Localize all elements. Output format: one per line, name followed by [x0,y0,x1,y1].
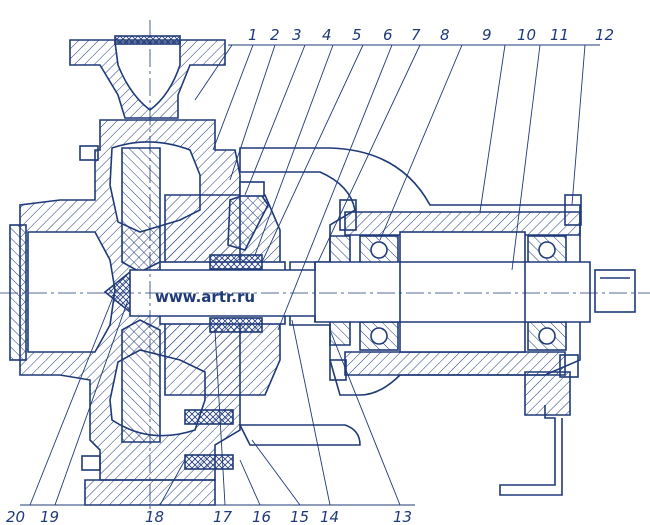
suction-flange-face [9,224,27,361]
bolt-bottom-left [81,455,101,471]
mounting-foot-right [524,371,571,416]
callout-17: 17 [213,508,233,525]
watermark-text: www.artr.ru [155,288,255,306]
bolt-foot-right [559,354,579,378]
callout-4: 4 [322,26,332,44]
callout-6: 6 [383,26,393,44]
callout-16: 16 [252,508,271,525]
callout-3: 3 [292,26,302,44]
callout-19: 19 [40,508,59,525]
callout-7: 7 [411,26,421,44]
callout-20: 20 [6,508,25,525]
impeller-lower [121,319,161,443]
oiler-cap [239,181,265,197]
bearing-right [527,235,567,351]
bearing-bracket [239,147,581,396]
callout-labels-bottom: 20 19 18 17 16 15 14 13 [6,508,412,525]
callout-10: 10 [517,26,536,44]
shaft-key [594,269,636,313]
suction-bore [27,231,116,353]
bolt-cover-upper [184,409,234,425]
callout-8: 8 [440,26,450,44]
bolt-cover-lower [184,454,234,470]
seal-packing-top [209,254,263,270]
callout-15: 15 [290,508,309,525]
bearing-left [359,235,399,351]
callout-11: 11 [550,26,569,44]
callout-1: 1 [248,26,258,44]
callout-labels-top: 1 2 3 4 5 6 7 8 9 10 11 12 [248,26,614,44]
callout-12: 12 [595,26,614,44]
callout-14: 14 [320,508,339,525]
discharge-gasket [114,35,181,45]
leader-lines-top [194,44,600,331]
bolt-top-left [79,145,99,161]
callout-5: 5 [352,26,362,44]
bracket-wall-top [344,211,581,236]
leader-lines-bottom [20,291,415,506]
drawing-body [9,35,636,506]
callout-2: 2 [270,26,280,44]
seal-packing-bottom [209,317,263,333]
callout-9: 9 [482,26,492,44]
callout-13: 13 [393,508,412,525]
callout-18: 18 [145,508,164,525]
drain-handle [499,405,563,496]
impeller [121,147,161,273]
bracket-rib [238,424,361,446]
